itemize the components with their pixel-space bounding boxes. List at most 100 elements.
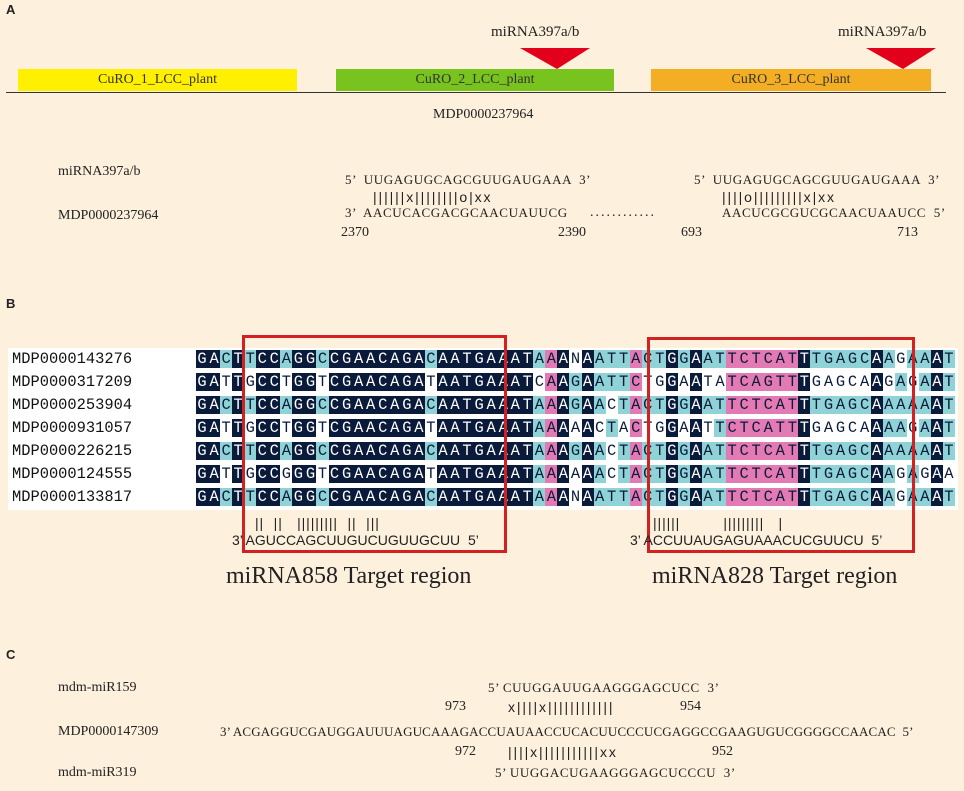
nucleotide: G [340, 396, 353, 414]
nucleotide: G [762, 373, 775, 391]
nucleotide: C [738, 488, 751, 506]
nucleotide: A [448, 465, 462, 483]
mir858-target-label: miRNA858 Target region [226, 563, 472, 589]
nucleotide: G [340, 373, 353, 391]
nucleotide: G [340, 419, 353, 437]
mirna-site-marker-2 [866, 48, 936, 69]
nucleotide: G [882, 373, 895, 391]
nucleotide: A [689, 396, 702, 414]
nucleotide: T [714, 396, 727, 414]
nucleotide: A [533, 396, 546, 414]
nucleotide: C [376, 373, 389, 391]
nucleotide: A [714, 373, 727, 391]
nucleotide: G [653, 373, 666, 391]
nucleotide: A [858, 419, 871, 437]
nucleotide: T [810, 442, 823, 460]
nucleotide: T [521, 419, 534, 437]
nucleotide: T [280, 419, 293, 437]
nucleotide: T [617, 442, 630, 460]
nucleotide: T [220, 419, 233, 437]
nucleotide: A [822, 419, 835, 437]
nucleotide: A [774, 465, 787, 483]
nucleotide: T [521, 350, 534, 368]
nucleotide: T [244, 488, 257, 506]
nucleotide: G [473, 396, 486, 414]
nucleotide: A [545, 442, 558, 460]
nucleotide: A [412, 396, 425, 414]
nucleotide: A [689, 350, 702, 368]
nucleotide: G [400, 488, 413, 506]
nucleotide: G [665, 419, 678, 437]
nucleotide: A [689, 419, 702, 437]
nucleotide: C [316, 488, 329, 506]
nucleotide: A [629, 488, 642, 506]
nucleotide: T [701, 373, 715, 391]
nucleotide: A [569, 419, 582, 437]
nucleotide: A [701, 442, 715, 460]
nucleotide: A [689, 442, 702, 460]
nucleotide: A [533, 350, 546, 368]
nucleotide: G [846, 488, 859, 506]
nucleotide: A [942, 465, 955, 483]
nucleotide: G [822, 465, 835, 483]
nucleotide: A [509, 465, 522, 483]
nucleotide: T [220, 465, 233, 483]
nucleotide: A [388, 350, 401, 368]
nucleotide: C [424, 350, 437, 368]
gene-id-label: MDP0000237964 [433, 107, 534, 122]
nucleotide: C [268, 373, 281, 391]
nucleotide: C [316, 350, 329, 368]
nucleotide: A [557, 373, 570, 391]
nucleotide: C [762, 488, 775, 506]
nucleotide: G [894, 350, 907, 368]
nucleotide: A [870, 373, 883, 391]
nucleotide: A [774, 396, 787, 414]
nucleotide: T [653, 465, 666, 483]
nucleotide: T [798, 488, 811, 506]
mir858-pairing: || || ||||||||| || ||| [255, 515, 380, 531]
nucleotide: T [605, 350, 618, 368]
nucleotide: A [364, 396, 377, 414]
nucleotide: T [726, 465, 739, 483]
nucleotide: A [762, 419, 775, 437]
nucleotide: A [750, 373, 763, 391]
nucleotide: T [726, 373, 739, 391]
nucleotide: A [533, 442, 546, 460]
nucleotide: T [244, 396, 257, 414]
nucleotide: C [858, 442, 871, 460]
nucleotide: A [593, 442, 606, 460]
nucleotide: A [352, 419, 365, 437]
nucleotide: T [521, 442, 534, 460]
nucleotide: C [738, 465, 751, 483]
mir828-pairing: |||||| ||||||||| | [653, 515, 784, 531]
nucleotide: T [774, 373, 787, 391]
nucleotide: C [738, 373, 751, 391]
nucleotide: G [846, 442, 859, 460]
nucleotide: T [653, 442, 666, 460]
nucleotide: T [714, 419, 727, 437]
sequence-id-1: MDP0000143276 [12, 350, 133, 368]
nucleotide: C [605, 465, 618, 483]
nucleotide: A [533, 465, 546, 483]
nucleotide: G [810, 373, 823, 391]
nucleotide: T [605, 419, 618, 437]
nucleotide: N [569, 488, 582, 506]
panel-b-letter: B [6, 296, 16, 311]
nucleotide: C [846, 419, 859, 437]
nucleotide: G [280, 465, 293, 483]
nucleotide: G [822, 488, 835, 506]
nucleotide: T [244, 442, 257, 460]
nucleotide: A [388, 419, 401, 437]
nucleotide: G [473, 350, 486, 368]
nucleotide: T [617, 396, 630, 414]
nucleotide: C [328, 350, 341, 368]
nucleotide: G [196, 465, 209, 483]
nucleotide: A [882, 419, 895, 437]
nucleotide: A [581, 350, 594, 368]
nucleotide: C [726, 419, 739, 437]
nucleotide: G [244, 373, 257, 391]
nucleotide: A [545, 465, 558, 483]
nucleotide: C [629, 373, 642, 391]
